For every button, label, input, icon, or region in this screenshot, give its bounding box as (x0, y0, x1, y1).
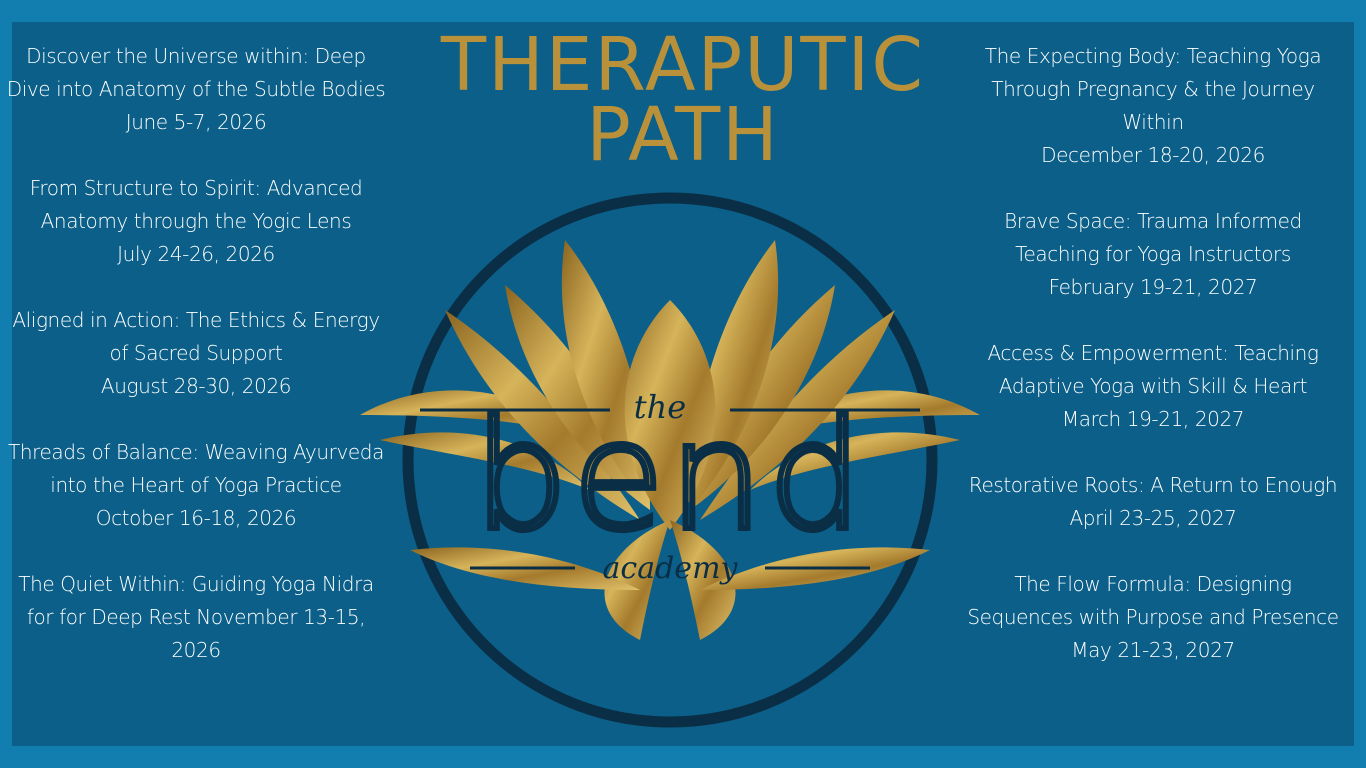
event-name: Aligned in Action: The Ethics & Energy o… (12, 308, 380, 365)
title-line-2: PATH (586, 92, 780, 178)
event-name: Restorative Roots: A Return to Enough (968, 473, 1338, 497)
event-name: The Quiet Within: Guiding Yoga Nidra for… (18, 572, 374, 662)
event-name: Brave Space: Trauma Informed Teaching fo… (1004, 209, 1302, 266)
page-title: THERAPUTIC PATH (380, 22, 986, 178)
event-item: The Flow Formula: Designing Sequences wi… (963, 568, 1343, 667)
event-date: February 19-21, 2027 (1048, 275, 1258, 299)
right-event-list: The Expecting Body: Teaching Yoga Throug… (963, 40, 1343, 700)
event-name: Access & Empowerment: Teaching Adaptive … (987, 341, 1319, 398)
bend-academy-logo: the bend academy (350, 190, 990, 740)
event-item: Aligned in Action: The Ethics & Energy o… (6, 304, 386, 403)
event-item: The Quiet Within: Guiding Yoga Nidra for… (6, 568, 386, 667)
event-date: October 16-18, 2026 (95, 506, 297, 530)
left-event-list: Discover the Universe within: Deep Dive … (6, 40, 386, 700)
event-date: July 24-26, 2026 (117, 242, 275, 266)
event-date: May 21-23, 2027 (1071, 638, 1235, 662)
event-item: Restorative Roots: A Return to Enough Ap… (963, 469, 1343, 535)
event-name: Discover the Universe within: Deep Dive … (6, 44, 386, 101)
event-date: March 19-21, 2027 (1061, 407, 1245, 431)
event-name: The Flow Formula: Designing Sequences wi… (967, 572, 1339, 629)
event-item: Brave Space: Trauma Informed Teaching fo… (963, 205, 1343, 304)
event-date: August 28-30, 2026 (100, 374, 292, 398)
event-item: Access & Empowerment: Teaching Adaptive … (963, 337, 1343, 436)
event-item: Threads of Balance: Weaving Ayurveda int… (6, 436, 386, 535)
event-name: From Structure to Spirit: Advanced Anato… (29, 176, 363, 233)
title-line-1: THERAPUTIC (440, 22, 926, 108)
logo-the: the (634, 388, 686, 426)
logo-bend: bend (473, 390, 867, 564)
logo-academy: academy (603, 551, 739, 586)
event-item: From Structure to Spirit: Advanced Anato… (6, 172, 386, 271)
event-date: April 23-25, 2027 (1069, 506, 1237, 530)
event-date: June 5-7, 2026 (125, 110, 267, 134)
event-item: Discover the Universe within: Deep Dive … (6, 40, 386, 139)
event-item: The Expecting Body: Teaching Yoga Throug… (963, 40, 1343, 172)
event-name: The Expecting Body: Teaching Yoga Throug… (984, 44, 1322, 134)
event-name: Threads of Balance: Weaving Ayurveda int… (8, 440, 384, 497)
lotus-icon: the bend academy (360, 192, 980, 728)
event-date: December 18-20, 2026 (1041, 143, 1265, 167)
